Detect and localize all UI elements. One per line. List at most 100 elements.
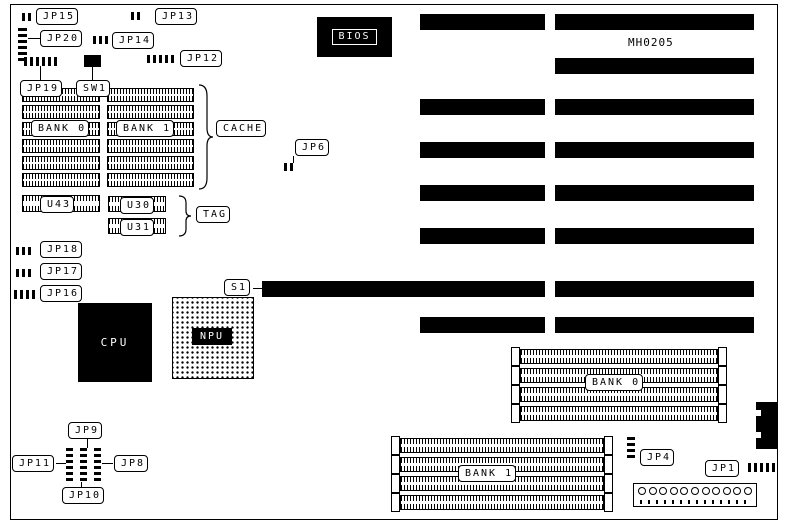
- connector-pad: [648, 487, 657, 495]
- connector-pad: [659, 487, 668, 495]
- jp18-label: JP18: [40, 241, 83, 258]
- jp8-label: JP8: [114, 455, 149, 472]
- jp1-label: JP1: [705, 460, 740, 477]
- isa-slot-bar: [420, 228, 545, 244]
- sw1-leader: [92, 67, 93, 80]
- connector-pad: [712, 487, 721, 495]
- jp19-leader: [40, 66, 41, 80]
- connector-pad: [743, 487, 752, 495]
- part-number: MH0205: [628, 36, 674, 49]
- jp8-leader: [102, 463, 113, 464]
- power-connector-notch: [756, 410, 761, 416]
- connector-pad: [690, 487, 699, 495]
- cache-chip: [107, 139, 194, 153]
- s1-label: S1: [224, 279, 251, 296]
- jp4-pins-icon: [627, 437, 635, 459]
- jumper-block-pins: [66, 448, 73, 483]
- connector-pins: [640, 500, 750, 504]
- sw1-label: SW1: [76, 80, 111, 97]
- jp15-label: JP15: [36, 8, 79, 25]
- simm-bank1-label: BANK 1: [458, 465, 517, 482]
- cache-bank0-label: BANK 0: [31, 120, 90, 137]
- jp20-pins-icon: [18, 28, 27, 62]
- board-outline: [10, 4, 778, 520]
- jp9-label: JP9: [68, 422, 103, 439]
- npu-chip-label-box: NPU: [192, 328, 232, 345]
- jp6-pins-icon: [284, 163, 296, 171]
- jp20-label: JP20: [40, 30, 83, 47]
- isa-slot-bar: [420, 142, 545, 158]
- jp9-leader: [87, 439, 88, 448]
- cache-chip: [22, 139, 100, 153]
- jumper-block-pins: [94, 448, 101, 483]
- isa-slot-bar: [420, 14, 545, 30]
- jp4-label: JP4: [640, 449, 675, 466]
- simm-socket: [391, 436, 613, 455]
- isa-slot-bar: [420, 185, 545, 201]
- jumper-block-pins: [80, 448, 87, 483]
- jp13-pins-icon: [131, 12, 143, 20]
- connector-pad: [722, 487, 731, 495]
- simm-socket: [511, 347, 727, 366]
- connector-pad: [638, 487, 646, 495]
- power-connector-notch: [756, 432, 761, 438]
- cache-brace: [198, 84, 214, 190]
- bios-label: BIOS: [332, 29, 377, 45]
- jp6-leader: [293, 156, 294, 163]
- isa-slot-bar: [555, 317, 754, 333]
- jp12-pins-icon: [147, 55, 175, 63]
- cache-chip: [22, 105, 100, 119]
- cache-chip: [22, 156, 100, 170]
- isa-slot-bar: [555, 14, 754, 30]
- connector-pad: [680, 487, 689, 495]
- io-connector-pads: [634, 484, 756, 495]
- power-connector: [756, 402, 777, 449]
- s1-leader: [253, 288, 263, 289]
- tag-label: TAG: [196, 206, 231, 223]
- npu-socket: [172, 297, 254, 379]
- cache-chip: [107, 88, 194, 102]
- isa-slot-bar: [555, 58, 754, 74]
- jp17-label: JP17: [40, 263, 83, 280]
- isa-slot-bar: [555, 142, 754, 158]
- simm-socket: [391, 474, 613, 493]
- cache-chip: [22, 173, 100, 187]
- isa-slot-bar: [555, 185, 754, 201]
- cache-chip: [107, 156, 194, 170]
- cache-label: CACHE: [216, 120, 267, 137]
- s1-slot-bar: [262, 281, 545, 297]
- jp15-pins-icon: [22, 13, 33, 21]
- isa-slot-bar: [555, 281, 754, 297]
- bios-chip: BIOS: [317, 17, 392, 57]
- jp14-pins-icon: [93, 36, 108, 44]
- jp16-pins-icon: [14, 290, 36, 299]
- simm-socket: [511, 404, 727, 423]
- jp16-label: JP16: [40, 285, 83, 302]
- sw1-dip-switch-icon: [84, 55, 101, 67]
- io-connector-row: [633, 483, 757, 507]
- isa-slot-bar: [555, 99, 754, 115]
- jp18-pins-icon: [16, 247, 34, 255]
- isa-slot-bar: [420, 99, 545, 115]
- jp13-label: JP13: [155, 8, 198, 25]
- u43-label: U43: [40, 196, 75, 213]
- u31-label: U31: [120, 219, 155, 236]
- cpu-chip: CPU: [78, 303, 152, 382]
- jp12-label: JP12: [180, 50, 223, 67]
- jp20-leader: [28, 38, 40, 39]
- cache-chip: [107, 173, 194, 187]
- connector-pad: [669, 487, 678, 495]
- cache-bank1-label: BANK 1: [116, 120, 175, 137]
- jp19-label: JP19: [20, 80, 63, 97]
- npu-label: NPU: [199, 331, 225, 342]
- isa-slot-bar: [555, 228, 754, 244]
- jp19-pins-icon: [24, 57, 58, 66]
- jp17-pins-icon: [16, 269, 34, 277]
- u30-label: U30: [120, 197, 155, 214]
- isa-slot-bar: [420, 317, 545, 333]
- connector-pad: [701, 487, 710, 495]
- cpu-label: CPU: [100, 336, 130, 349]
- jp11-label: JP11: [12, 455, 55, 472]
- jp1-pins-icon: [748, 463, 776, 472]
